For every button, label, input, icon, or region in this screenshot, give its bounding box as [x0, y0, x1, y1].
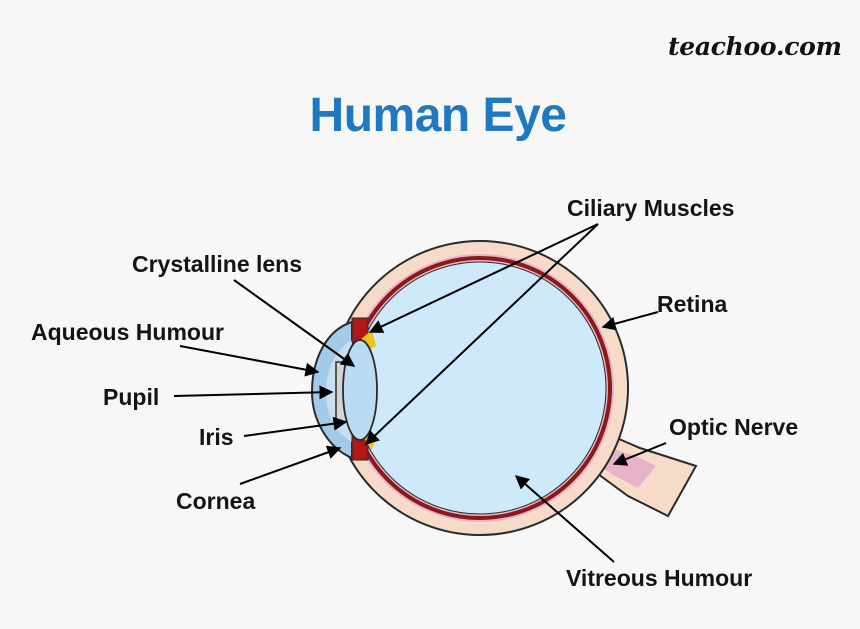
label-crystalline-lens: Crystalline lens: [132, 251, 303, 277]
pointer-iris: [243, 416, 348, 437]
label-aqueous-humour: Aqueous Humour: [31, 319, 224, 345]
label-pupil: Pupil: [103, 384, 160, 410]
pointer-crystalline-lens: [233, 279, 356, 367]
label-iris: Iris: [199, 424, 234, 450]
pointer-ciliary-top: [368, 223, 599, 333]
vitreous-body: [353, 261, 607, 515]
label-vitreous-humour: Vitreous Humour: [566, 565, 753, 591]
pointer-retina: [601, 311, 659, 331]
pointer-vitreous: [514, 475, 615, 563]
label-optic-nerve: Optic Nerve: [669, 414, 799, 440]
crystalline-lens: [342, 339, 378, 441]
pointer-cornea: [239, 445, 342, 485]
pointer-aqueous: [179, 345, 320, 377]
label-cornea: Cornea: [176, 488, 256, 514]
label-retina: Retina: [657, 291, 728, 317]
label-ciliary-muscles: Ciliary Muscles: [567, 195, 735, 221]
pointer-pupil: [173, 385, 334, 400]
pointer-optic-nerve: [612, 442, 667, 466]
brand-logo: teachoo.com: [668, 32, 842, 61]
page-title: Human Eye: [309, 89, 567, 142]
pointer-ciliary-bottom: [364, 223, 599, 445]
